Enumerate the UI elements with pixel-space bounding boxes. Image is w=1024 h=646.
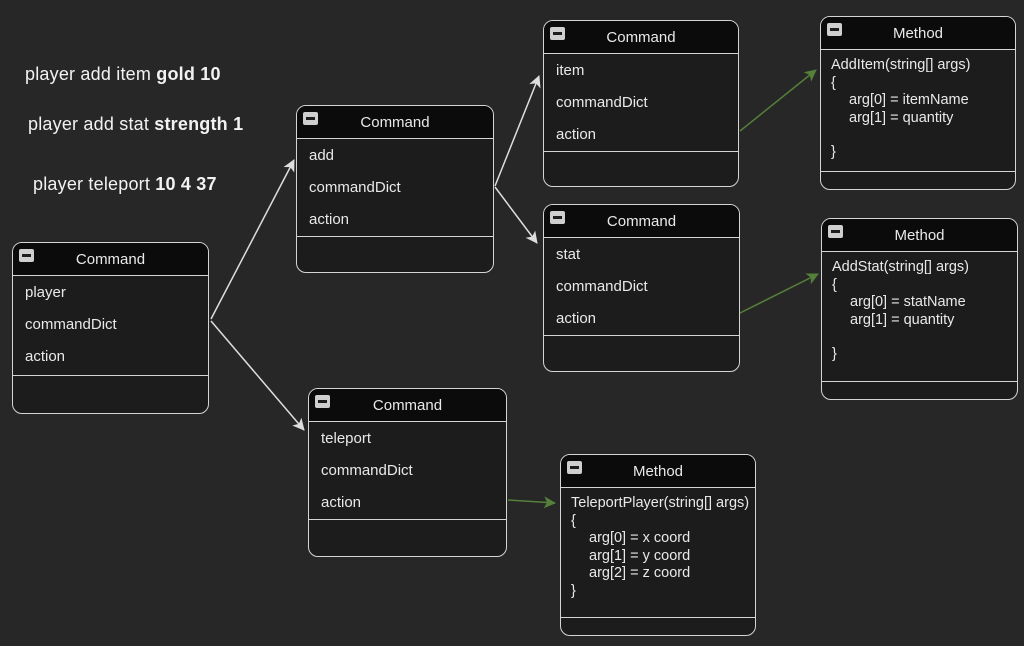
- arg-line: arg[0] = itemName: [849, 92, 969, 108]
- attribute-row[interactable]: commandDict: [556, 94, 648, 111]
- node-footer: [309, 519, 506, 556]
- node-header[interactable]: Command: [544, 21, 738, 54]
- node-header[interactable]: Method: [822, 219, 1017, 252]
- arg-line: arg[2] = z coord: [589, 565, 691, 581]
- method-node-teleportplayer[interactable]: Method TeleportPlayer(string[] args) { a…: [560, 454, 756, 636]
- method-node-addstat[interactable]: Method AddStat(string[] args) { arg[0] =…: [821, 218, 1018, 400]
- node-header[interactable]: Command: [13, 243, 208, 276]
- attribute-list: add commandDict action: [297, 139, 493, 236]
- node-footer: [822, 381, 1017, 399]
- attribute-row[interactable]: teleport: [321, 430, 372, 447]
- example-args: 10 4 37: [155, 174, 217, 194]
- attribute-row[interactable]: item: [556, 62, 585, 79]
- node-title: Command: [606, 212, 677, 230]
- close-brace: }: [831, 144, 836, 160]
- close-brace: }: [571, 582, 576, 599]
- example-command-add-stat: player add stat strength 1: [28, 114, 243, 135]
- node-footer: [297, 236, 493, 272]
- attribute-row[interactable]: commandDict: [25, 316, 117, 333]
- attribute-list: stat commandDict action: [544, 238, 739, 335]
- arrow-teleport-to-teleportplayer-method[interactable]: [507, 496, 556, 509]
- method-node-additem[interactable]: Method AddItem(string[] args) { arg[0] =…: [820, 16, 1016, 190]
- example-args: strength 1: [154, 114, 244, 134]
- collapse-icon[interactable]: [567, 461, 582, 474]
- node-footer: [544, 335, 739, 371]
- node-header[interactable]: Command: [544, 205, 739, 238]
- node-footer: [13, 375, 208, 413]
- attribute-row[interactable]: add: [309, 147, 335, 164]
- arrow-item-to-additem-method[interactable]: [739, 69, 817, 132]
- attribute-row[interactable]: commandDict: [309, 179, 401, 196]
- attribute-row[interactable]: stat: [556, 246, 581, 263]
- node-header[interactable]: Method: [561, 455, 755, 488]
- open-brace: {: [831, 74, 836, 91]
- method-signature: AddStat(string[] args): [832, 259, 969, 275]
- node-title: Method: [892, 24, 944, 42]
- method-signature: TeleportPlayer(string[] args): [571, 495, 750, 511]
- attribute-row[interactable]: player: [25, 284, 66, 301]
- arrow-player-to-add[interactable]: [210, 159, 295, 320]
- node-header[interactable]: Command: [309, 389, 506, 422]
- attribute-list: teleport commandDict action: [309, 422, 506, 519]
- example-text: player add item: [25, 64, 157, 84]
- arg-line: arg[1] = quantity: [849, 109, 954, 126]
- node-title: Method: [894, 226, 945, 244]
- node-header[interactable]: Command: [297, 106, 493, 139]
- attribute-row[interactable]: action: [556, 310, 597, 327]
- method-body[interactable]: AddItem(string[] args) { arg[0] = itemNa…: [821, 50, 1015, 171]
- example-command-teleport: player teleport 10 4 37: [33, 174, 217, 195]
- attribute-row[interactable]: commandDict: [556, 278, 648, 295]
- collapse-icon[interactable]: [550, 27, 565, 40]
- node-title: Method: [632, 462, 684, 480]
- collapse-icon[interactable]: [303, 112, 318, 125]
- example-text: player add stat: [28, 114, 155, 134]
- arg-line: arg[1] = y coord: [589, 547, 691, 564]
- method-body[interactable]: TeleportPlayer(string[] args) { arg[0] =…: [561, 488, 755, 617]
- attribute-list: player commandDict action: [13, 276, 208, 375]
- example-text: player teleport: [33, 174, 156, 194]
- command-node-item[interactable]: Command item commandDict action: [543, 20, 739, 187]
- collapse-icon[interactable]: [828, 225, 843, 238]
- collapse-icon[interactable]: [550, 211, 565, 224]
- open-brace: {: [571, 512, 576, 529]
- node-title: Command: [372, 396, 443, 414]
- attribute-row[interactable]: action: [25, 348, 66, 365]
- node-title: Command: [360, 113, 430, 131]
- method-signature: AddItem(string[] args): [831, 57, 971, 73]
- node-title: Command: [606, 28, 676, 46]
- arg-line: arg[1] = quantity: [850, 311, 955, 328]
- attribute-row[interactable]: action: [321, 494, 362, 511]
- open-brace: {: [832, 276, 837, 293]
- method-body[interactable]: AddStat(string[] args) { arg[0] = statNa…: [822, 252, 1017, 381]
- attribute-row[interactable]: commandDict: [321, 462, 413, 479]
- node-footer: [561, 617, 755, 635]
- attribute-row[interactable]: action: [556, 126, 597, 143]
- arrow-add-to-item[interactable]: [494, 75, 541, 187]
- collapse-icon[interactable]: [827, 23, 842, 36]
- command-node-add[interactable]: Command add commandDict action: [296, 105, 494, 273]
- node-title: Command: [75, 250, 146, 268]
- command-node-stat[interactable]: Command stat commandDict action: [543, 204, 740, 372]
- command-node-teleport[interactable]: Command teleport commandDict action: [308, 388, 507, 557]
- example-args: gold 10: [156, 64, 221, 84]
- close-brace: }: [832, 346, 837, 362]
- arg-line: arg[0] = x coord: [589, 530, 691, 546]
- attribute-list: item commandDict action: [544, 54, 738, 151]
- node-footer: [544, 151, 738, 186]
- node-header[interactable]: Method: [821, 17, 1015, 50]
- collapse-icon[interactable]: [315, 395, 330, 408]
- arrow-player-to-teleport[interactable]: [210, 320, 305, 431]
- collapse-icon[interactable]: [19, 249, 34, 262]
- arrow-add-to-stat[interactable]: [494, 186, 538, 244]
- command-node-player[interactable]: Command player commandDict action: [12, 242, 209, 414]
- example-command-add-item: player add item gold 10: [25, 64, 221, 85]
- attribute-row[interactable]: action: [309, 211, 350, 228]
- node-footer: [821, 171, 1015, 189]
- arrow-stat-to-addstat-method[interactable]: [739, 273, 819, 314]
- arg-line: arg[0] = statName: [850, 294, 966, 310]
